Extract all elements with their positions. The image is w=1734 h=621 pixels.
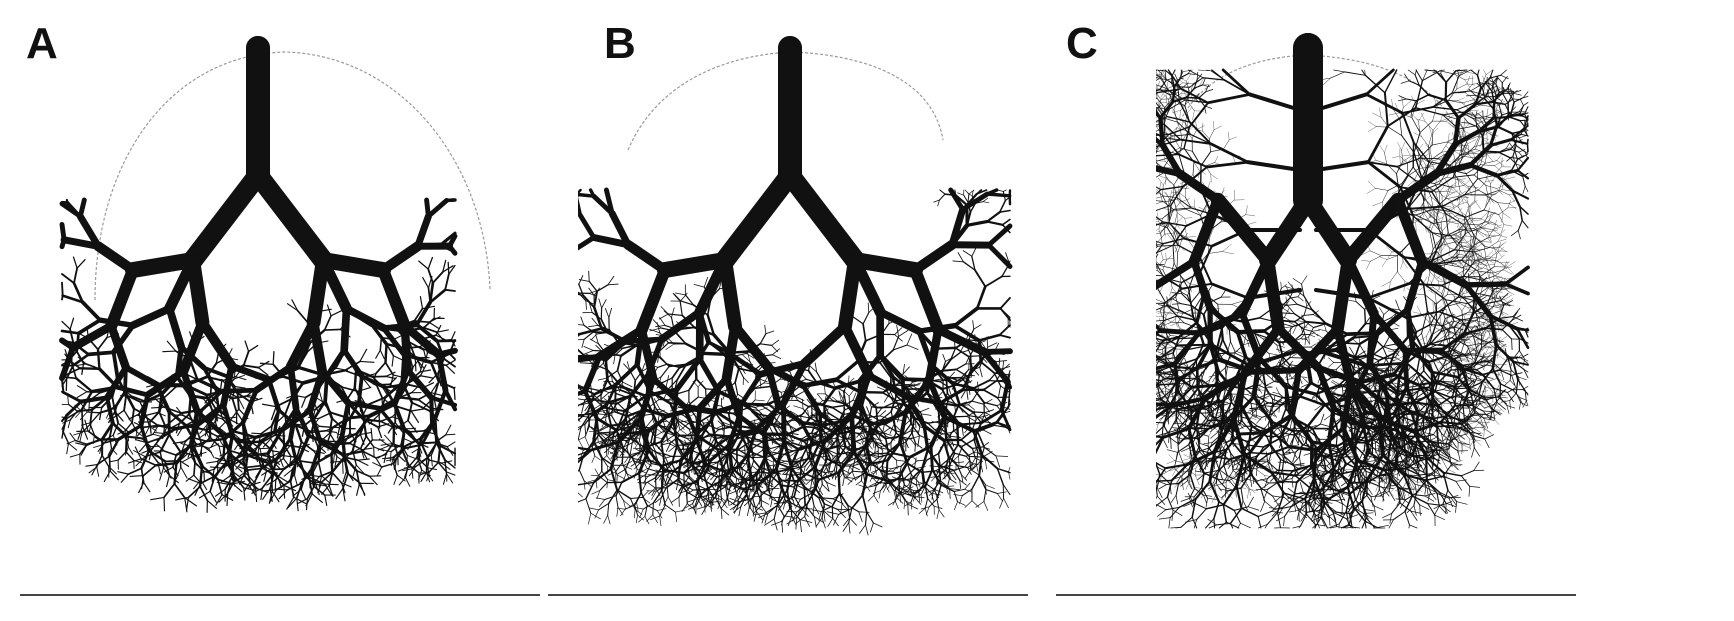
panel-a: A: [0, 0, 578, 621]
panel-b: B: [548, 0, 1156, 621]
tree-drawing-b: [578, 36, 1013, 536]
panel-c: C: [1056, 0, 1734, 621]
branch-group-c: [1156, 33, 1530, 529]
panel-label-a: A: [26, 19, 58, 68]
panel-label-b: B: [604, 19, 636, 68]
tree-drawing-a: [59, 36, 491, 513]
baseline-c: [1056, 594, 1576, 596]
baseline-b: [548, 594, 1028, 596]
branch-group-a: [59, 36, 458, 513]
tree-drawing-c: [1156, 33, 1530, 529]
panel-label-c: C: [1066, 19, 1098, 68]
baseline-a: [20, 594, 540, 596]
branch-group-b: [578, 36, 1013, 536]
